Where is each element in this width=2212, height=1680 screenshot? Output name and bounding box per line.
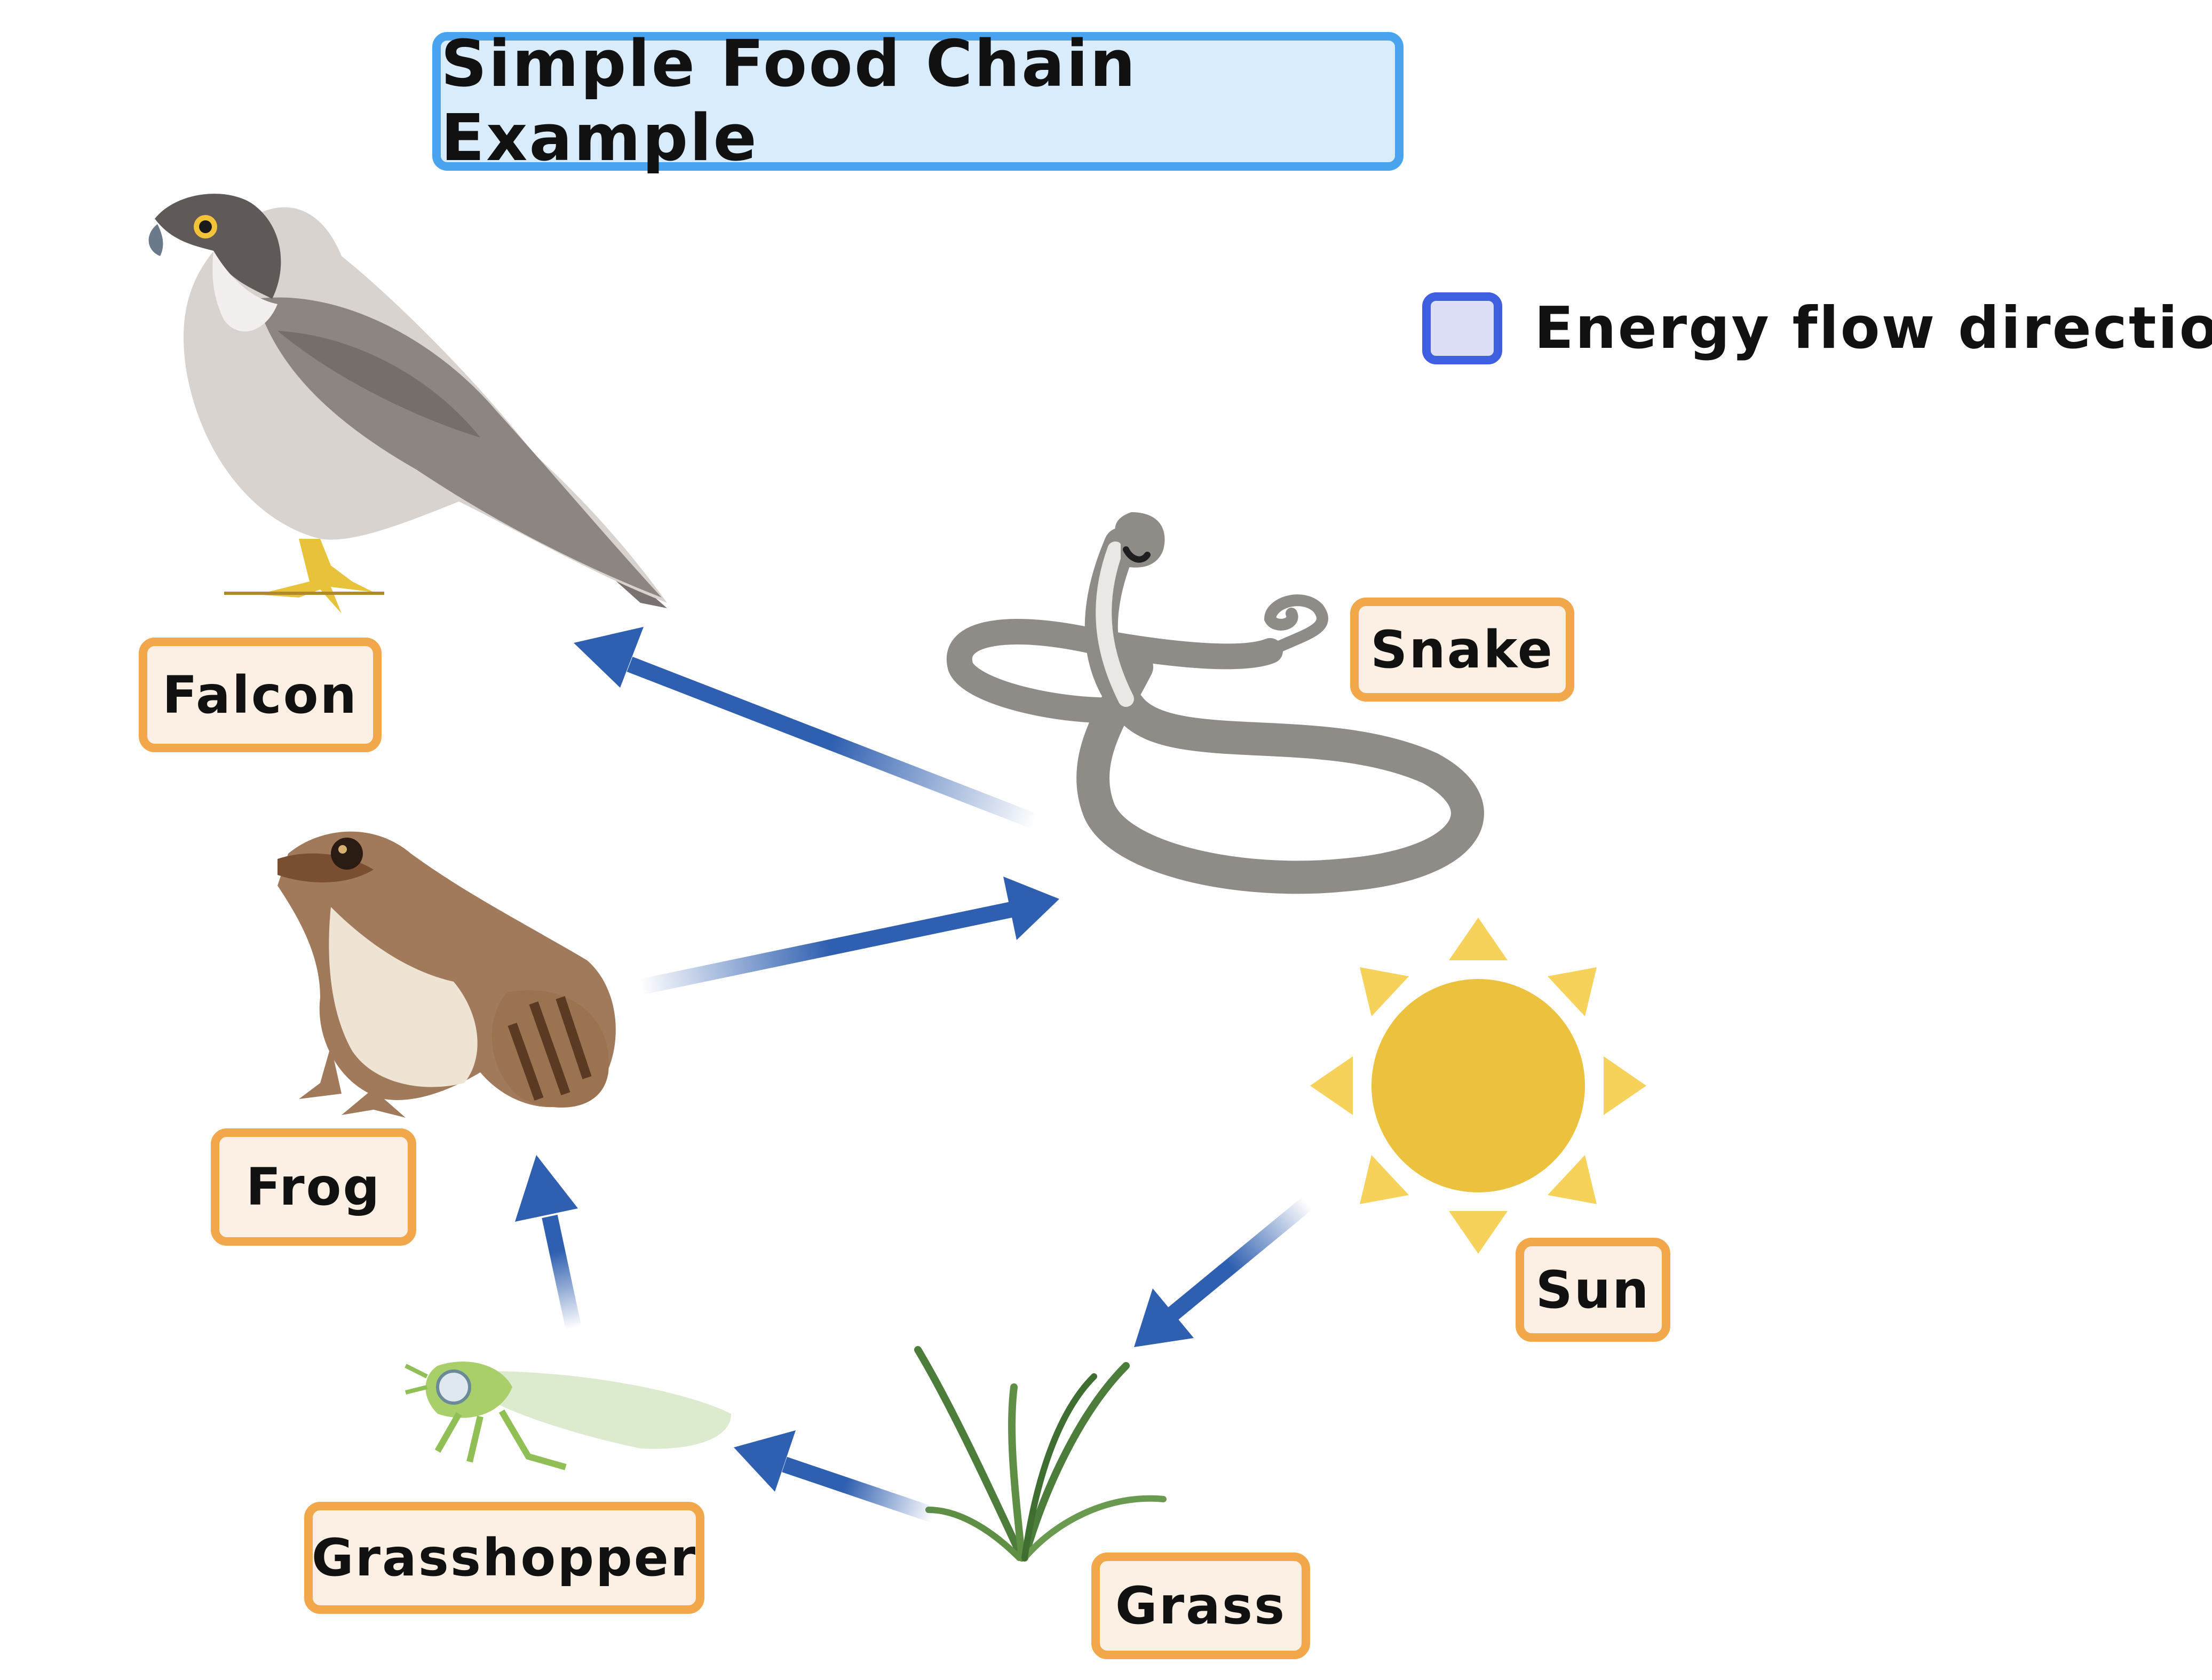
grasshopper-illustration: [405, 1361, 731, 1470]
frog-illustration: [278, 831, 616, 1118]
legend: Energy flow direction: [1422, 285, 2212, 371]
label-sun-text: Sun: [1535, 1260, 1651, 1320]
arrow-snake-to-falcon: [574, 627, 1038, 829]
label-sun: Sun: [1516, 1238, 1670, 1342]
arrow-grass-to-grasshopper: [734, 1430, 937, 1523]
label-grass: Grass: [1091, 1552, 1310, 1659]
label-falcon-text: Falcon: [162, 665, 358, 725]
label-grasshopper-text: Grasshopper: [311, 1528, 697, 1588]
label-snake: Snake: [1350, 598, 1574, 702]
label-grasshopper: Grasshopper: [304, 1502, 704, 1614]
snake-illustration: [946, 512, 1484, 894]
page-title: Simple Food Chain Example: [441, 27, 1137, 176]
title-box: Simple Food Chain Example: [432, 27, 1404, 176]
label-frog: Frog: [211, 1128, 416, 1246]
falcon-illustration: [148, 194, 667, 614]
grass-illustration: [914, 1346, 1167, 1562]
label-falcon: Falcon: [139, 638, 382, 752]
arrow-frog-to-snake: [638, 877, 1059, 995]
label-snake-text: Snake: [1370, 619, 1554, 680]
legend-label: Energy flow direction: [1534, 294, 2212, 362]
legend-swatch: [1422, 292, 1502, 364]
label-frog-text: Frog: [245, 1157, 382, 1217]
arrow-sun-to-grass: [1134, 1197, 1313, 1347]
arrow-grasshopper-to-frog: [515, 1155, 582, 1331]
label-grass-text: Grass: [1115, 1576, 1287, 1636]
sun-illustration: [1310, 918, 1646, 1254]
